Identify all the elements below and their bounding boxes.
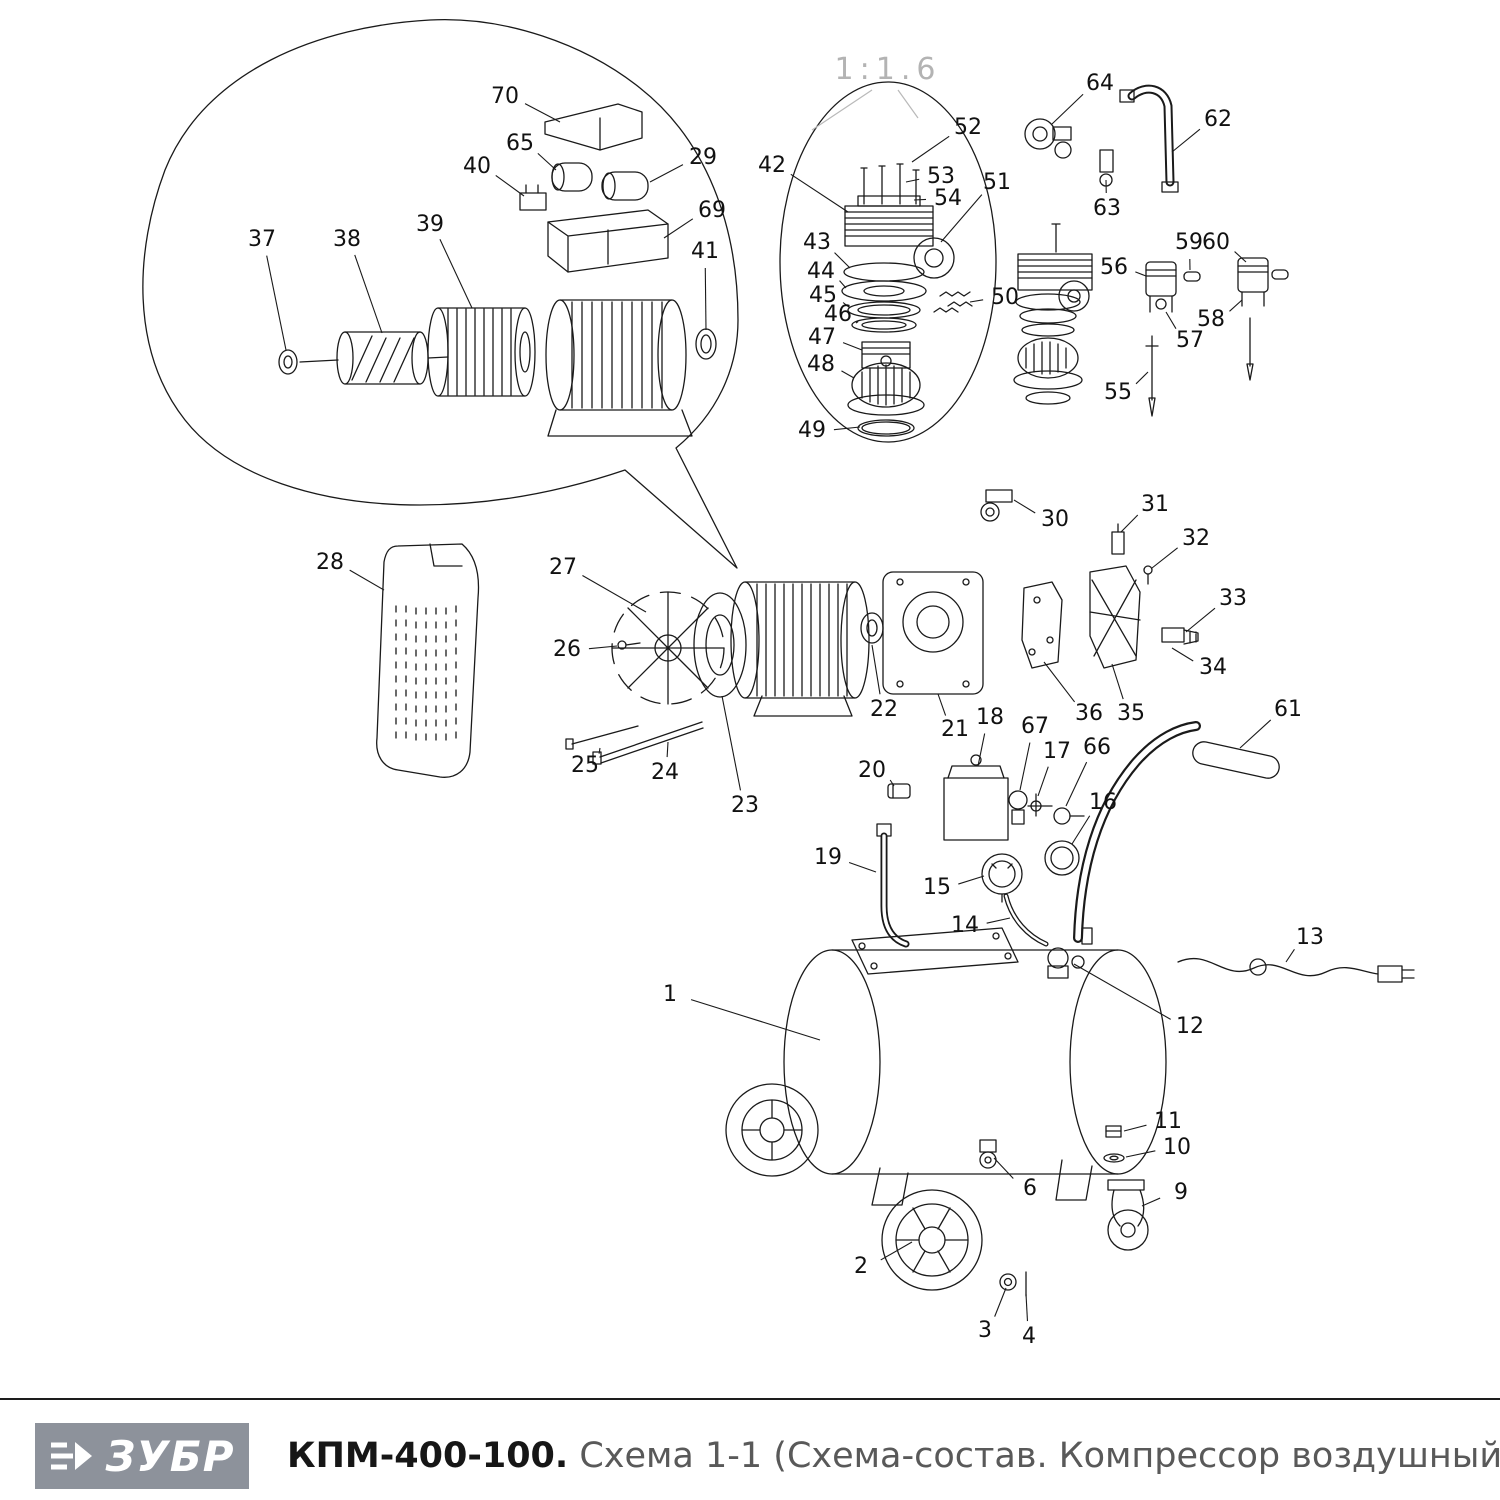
part-label-13: 13 <box>1296 925 1324 950</box>
part-label-70: 70 <box>491 84 519 109</box>
part-label-10: 10 <box>1163 1135 1191 1160</box>
part-label-22: 22 <box>870 697 898 722</box>
pump-exploded-drawing <box>779 81 997 443</box>
part-label-30: 30 <box>1041 507 1069 532</box>
part-label-26: 26 <box>553 637 581 662</box>
controls-drawing <box>876 721 1280 948</box>
model-number: КПМ-400-100. <box>287 1436 569 1476</box>
scale-pointer-lines <box>811 89 919 131</box>
part-label-40: 40 <box>463 154 491 179</box>
zubr-arrow-icon <box>51 1442 93 1470</box>
footer-title: КПМ-400-100. Схема 1-1 (Схема-состав. Ко… <box>287 1436 1500 1476</box>
part-label-15: 15 <box>923 875 951 900</box>
part-label-48: 48 <box>807 352 835 377</box>
part-label-59: 59 <box>1175 230 1203 255</box>
callout-balloon <box>142 18 739 569</box>
part-label-34: 34 <box>1199 655 1227 680</box>
part-label-54: 54 <box>934 186 962 211</box>
part-label-25: 25 <box>571 753 599 778</box>
leader-lines <box>266 93 1295 1322</box>
footer-divider <box>0 1398 1500 1400</box>
part-label-27: 27 <box>549 555 577 580</box>
part-label-66: 66 <box>1083 735 1111 760</box>
part-label-69: 69 <box>698 198 726 223</box>
brand-text: ЗУБР <box>105 1431 235 1481</box>
part-label-42: 42 <box>758 153 786 178</box>
part-label-51: 51 <box>983 170 1011 195</box>
part-label-64: 64 <box>1086 71 1114 96</box>
part-label-63: 63 <box>1093 196 1121 221</box>
scale-label: 1:1.6 <box>834 52 942 87</box>
part-label-14: 14 <box>951 913 979 938</box>
part-label-47: 47 <box>808 325 836 350</box>
part-label-36: 36 <box>1075 701 1103 726</box>
part-label-60: 60 <box>1202 230 1230 255</box>
part-label-11: 11 <box>1154 1109 1182 1134</box>
part-label-49: 49 <box>798 418 826 443</box>
part-label-46: 46 <box>824 302 852 327</box>
part-label-32: 32 <box>1182 526 1210 551</box>
part-label-2: 2 <box>854 1254 868 1279</box>
part-label-19: 19 <box>814 845 842 870</box>
part-label-57: 57 <box>1176 328 1204 353</box>
pump-assembled-drawing <box>1013 223 1093 405</box>
part-label-38: 38 <box>333 227 361 252</box>
part-label-3: 3 <box>978 1318 992 1343</box>
part-label-55: 55 <box>1104 380 1132 405</box>
part-label-53: 53 <box>927 164 955 189</box>
part-label-6: 6 <box>1023 1176 1037 1201</box>
part-label-16: 16 <box>1089 790 1117 815</box>
part-label-20: 20 <box>858 758 886 783</box>
part-label-44: 44 <box>807 259 835 284</box>
tank-drawing <box>725 927 1415 1297</box>
part-label-33: 33 <box>1219 586 1247 611</box>
part-label-4: 4 <box>1022 1324 1036 1349</box>
part-label-37: 37 <box>248 227 276 252</box>
part-label-24: 24 <box>651 760 679 785</box>
part-label-35: 35 <box>1117 701 1145 726</box>
part-label-29: 29 <box>689 145 717 170</box>
footer: ЗУБР КПМ-400-100. Схема 1-1 (Схема-соста… <box>35 1418 1500 1494</box>
fittings-drawing <box>980 84 1289 645</box>
part-label-65: 65 <box>506 131 534 156</box>
zubr-logo: ЗУБР <box>35 1423 249 1489</box>
part-label-23: 23 <box>731 793 759 818</box>
part-label-28: 28 <box>316 550 344 575</box>
motor-assembly-drawing <box>376 543 1141 778</box>
part-label-17: 17 <box>1043 739 1071 764</box>
part-label-21: 21 <box>941 717 969 742</box>
part-label-39: 39 <box>416 212 444 237</box>
part-label-41: 41 <box>691 239 719 264</box>
scheme-subtitle: Схема 1-1 (Схема-состав. Компрессор возд… <box>579 1436 1500 1476</box>
part-label-52: 52 <box>954 115 982 140</box>
part-label-43: 43 <box>803 230 831 255</box>
part-label-50: 50 <box>991 285 1019 310</box>
part-label-18: 18 <box>976 705 1004 730</box>
motor-exploded-drawing <box>278 103 717 437</box>
part-label-56: 56 <box>1100 255 1128 280</box>
part-label-12: 12 <box>1176 1014 1204 1039</box>
part-label-62: 62 <box>1204 107 1232 132</box>
part-label-45: 45 <box>809 283 837 308</box>
part-label-58: 58 <box>1197 307 1225 332</box>
part-label-61: 61 <box>1274 697 1302 722</box>
part-label-31: 31 <box>1141 492 1169 517</box>
part-label-1: 1 <box>663 982 677 1007</box>
part-label-67: 67 <box>1021 714 1049 739</box>
part-label-9: 9 <box>1174 1180 1188 1205</box>
